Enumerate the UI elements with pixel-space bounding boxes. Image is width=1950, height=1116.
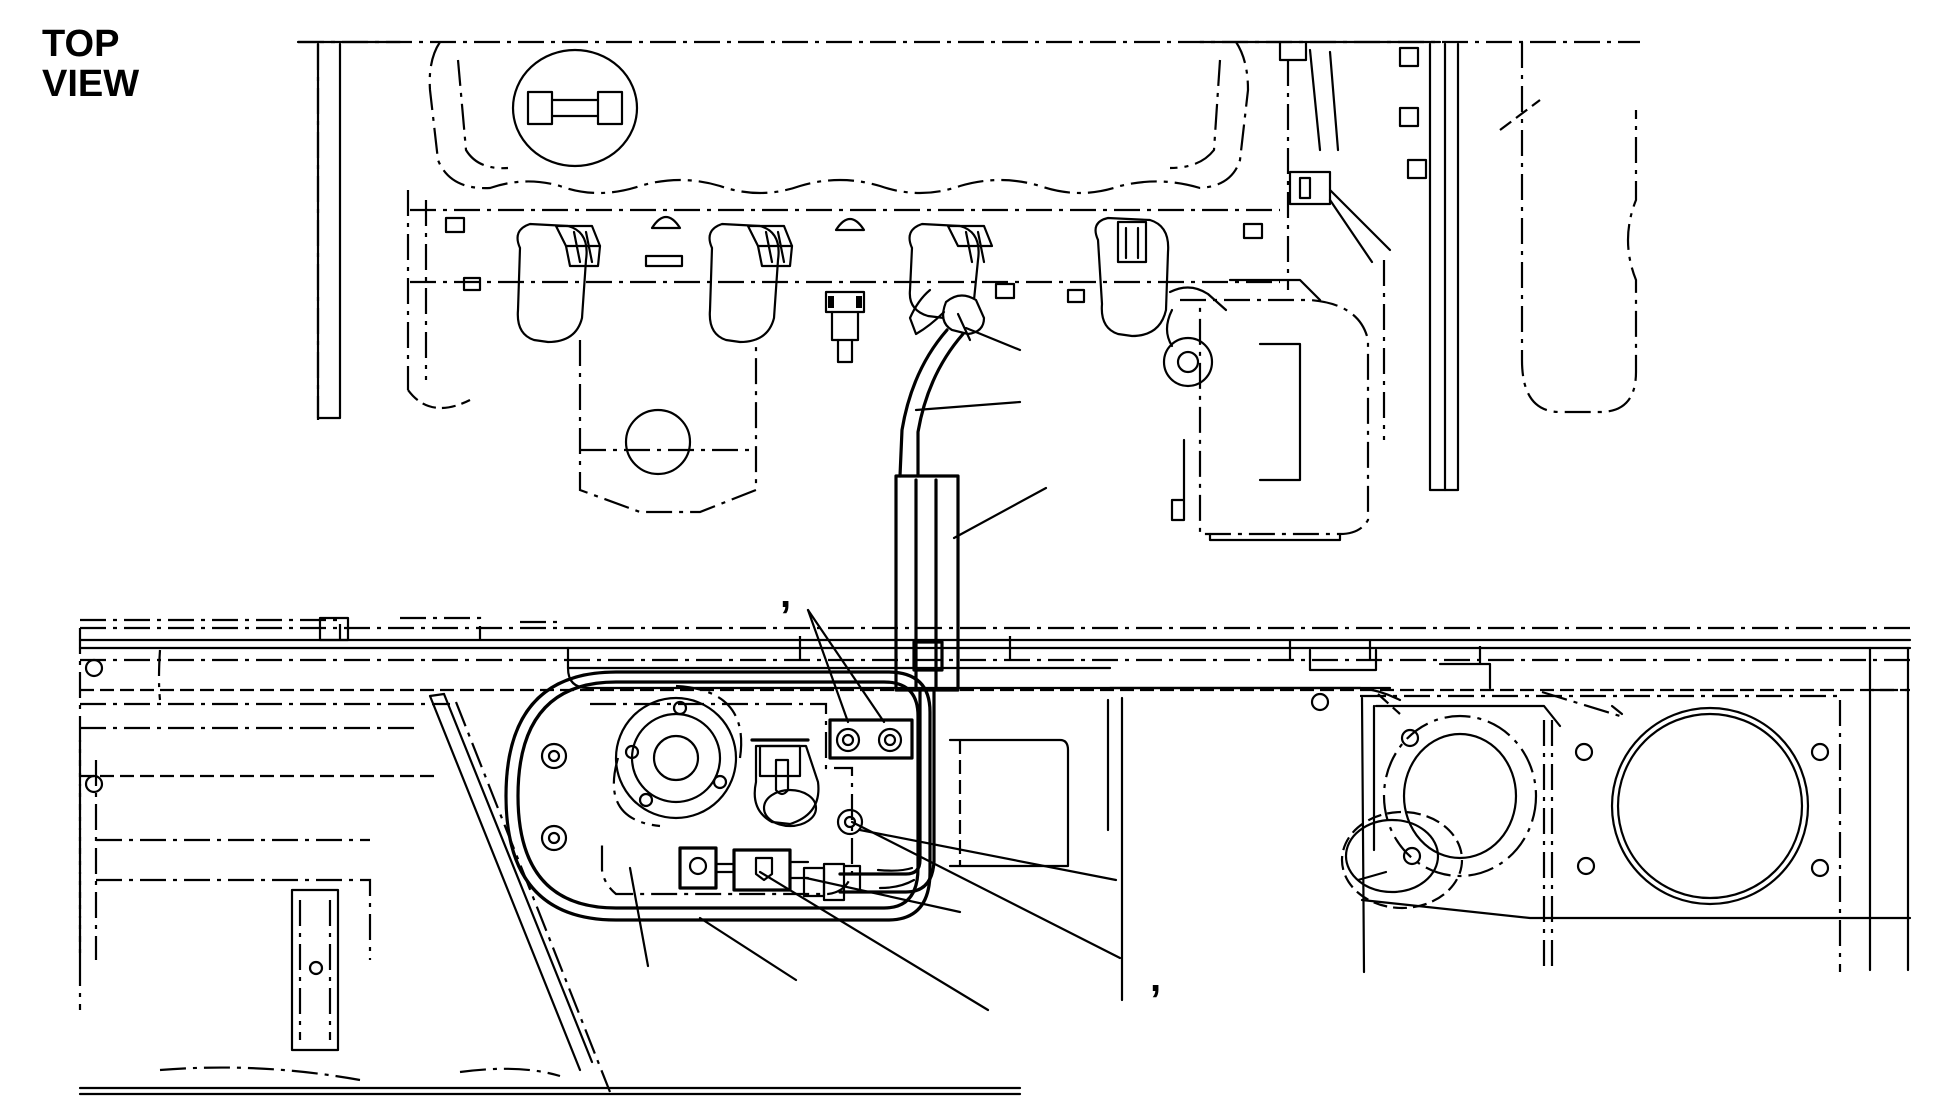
temperature-sender (824, 290, 866, 364)
engine-assembly (296, 40, 1640, 542)
cylinder-4-injector (1094, 216, 1170, 338)
view-title-line-1: TOP (42, 23, 120, 65)
cylinder-2-injector (708, 222, 794, 344)
heater-hose (898, 288, 986, 478)
starter-motor (1162, 278, 1370, 542)
cylinder-1-injector (516, 222, 602, 344)
view-title: TOP VIEW (42, 24, 139, 104)
callout-leaders (628, 326, 1122, 1012)
hose-sleeve (894, 474, 960, 692)
callout-mark-lower: , (1150, 956, 1162, 1000)
heater-box (504, 670, 1070, 922)
frame-rail (78, 616, 1912, 1096)
fuel-pump-bracket (1278, 40, 1428, 440)
callout-mark-upper: , (780, 572, 792, 616)
view-title-line-2: VIEW (42, 63, 140, 105)
rail-bolts (444, 215, 1264, 304)
right-side-panel (1288, 640, 1912, 974)
